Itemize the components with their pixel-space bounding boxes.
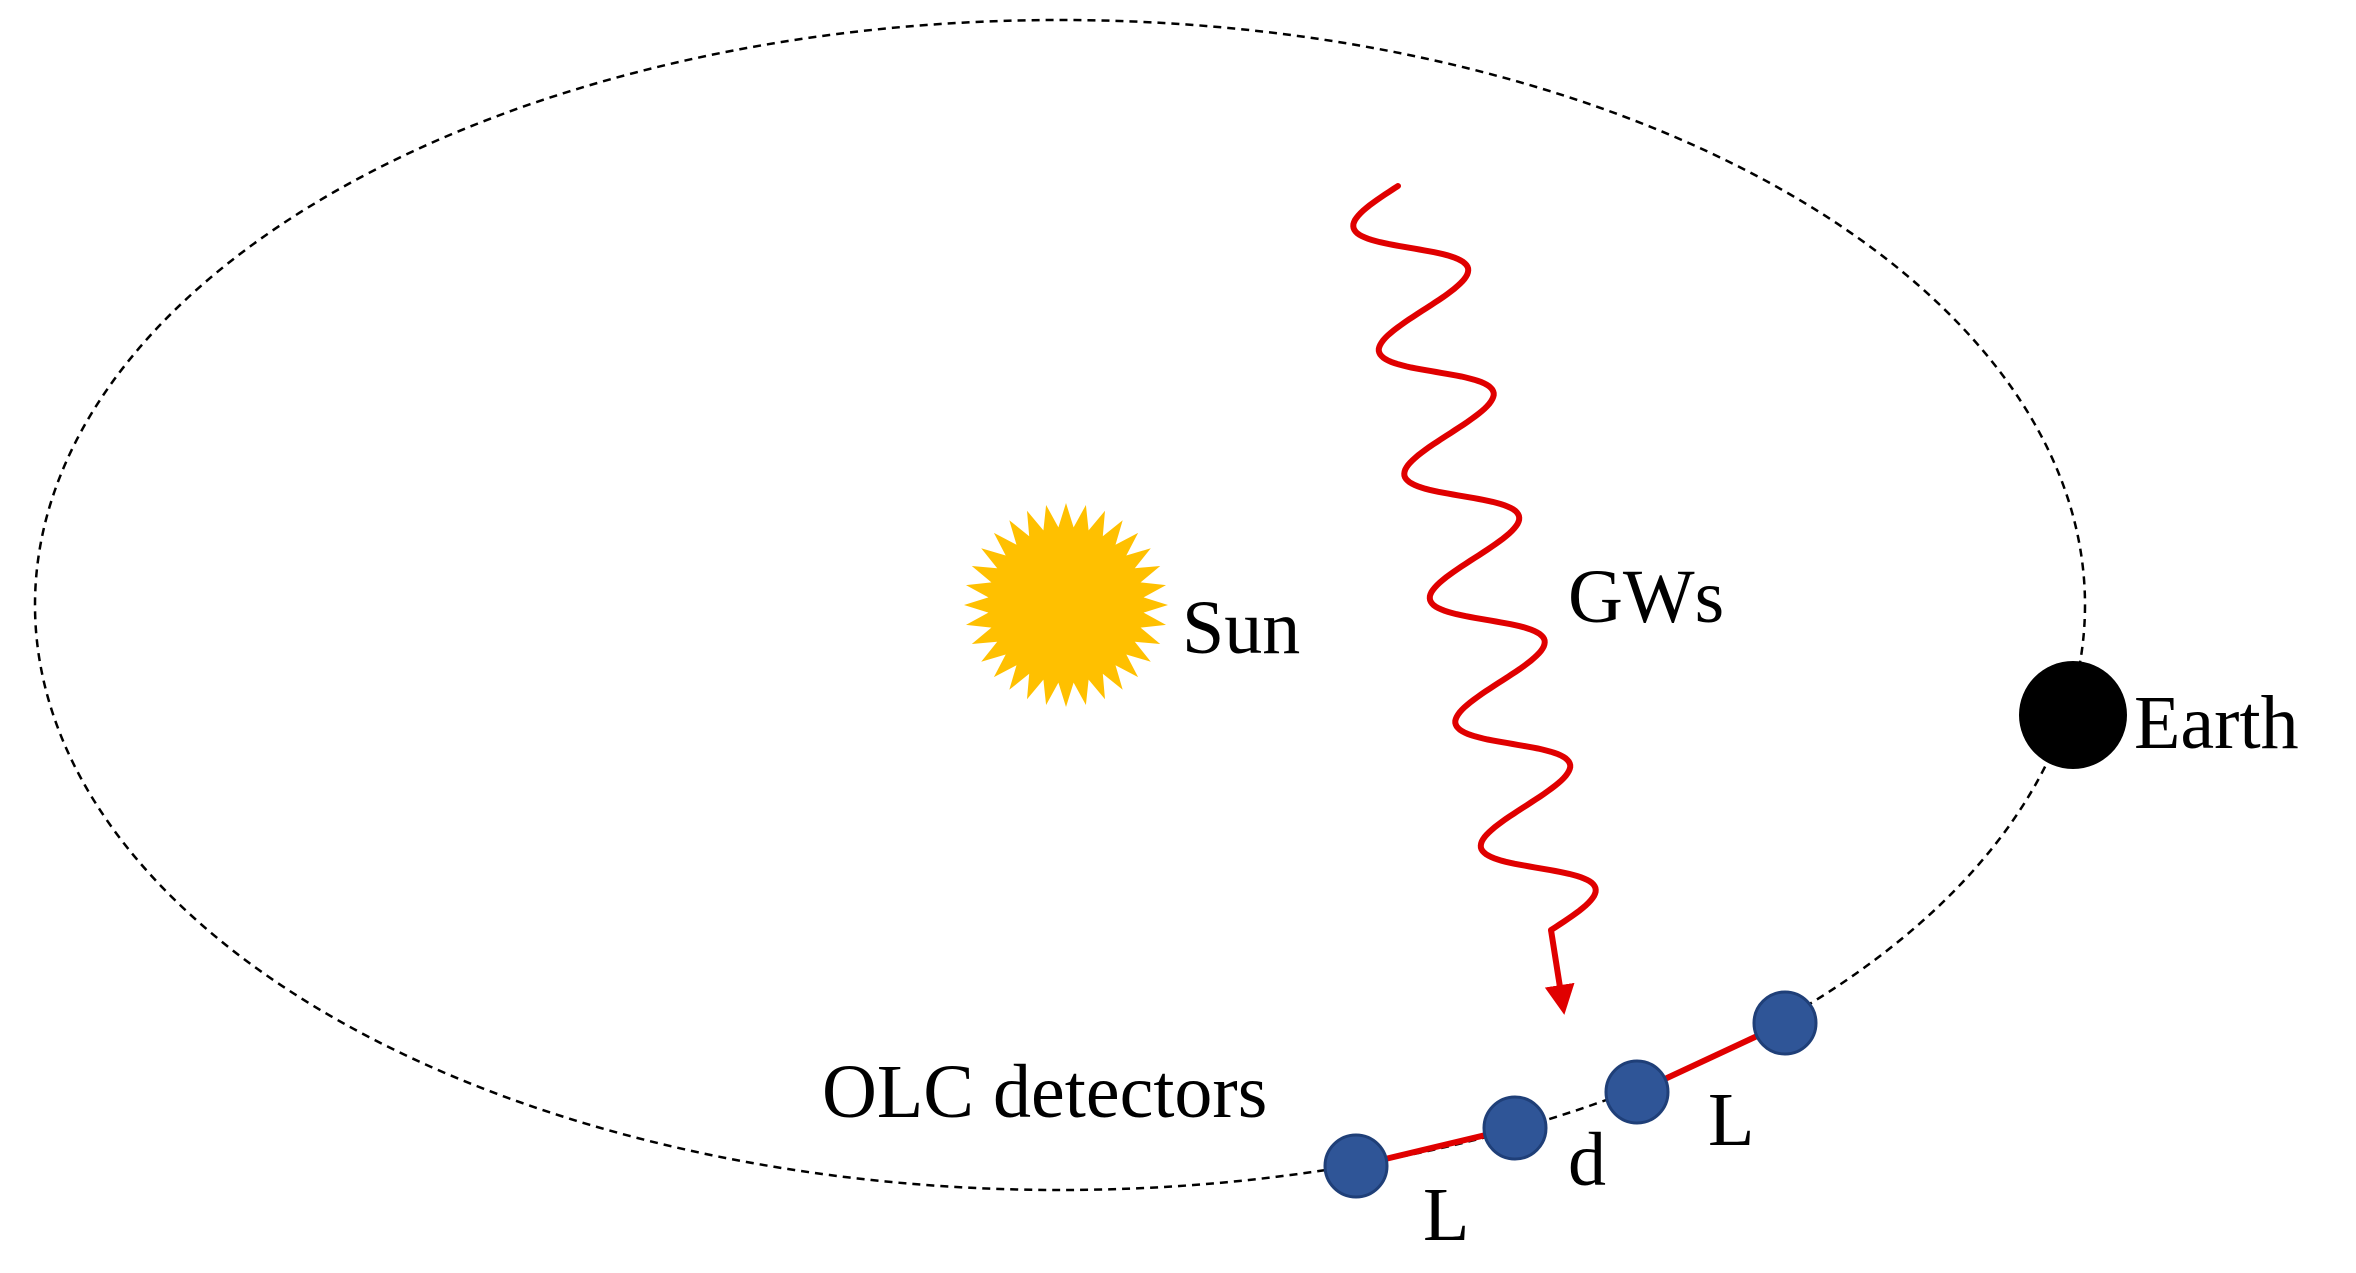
sun-label: Sun bbox=[1182, 586, 1300, 670]
earth-label: Earth bbox=[2134, 681, 2299, 765]
baseline-right-label: L bbox=[1708, 1078, 1754, 1162]
gw-arrow-shaft bbox=[1544, 929, 1575, 1015]
detector-icon bbox=[1323, 1133, 1389, 1199]
earth-orbit bbox=[33, 18, 2087, 1192]
sun-icon bbox=[964, 503, 1168, 707]
detector-icon bbox=[1752, 990, 1818, 1056]
earth-icon bbox=[2019, 661, 2127, 769]
gw-wavy-arrow-icon bbox=[1350, 183, 1599, 933]
gws-label: GWs bbox=[1568, 555, 1724, 639]
separation-label: d bbox=[1568, 1118, 1606, 1202]
olc-detectors-label: OLC detectors bbox=[822, 1050, 1267, 1134]
detector-icon bbox=[1604, 1059, 1670, 1125]
baseline-left-label: L bbox=[1423, 1173, 1469, 1257]
sun bbox=[964, 503, 1168, 707]
detector-icon bbox=[1482, 1095, 1548, 1161]
